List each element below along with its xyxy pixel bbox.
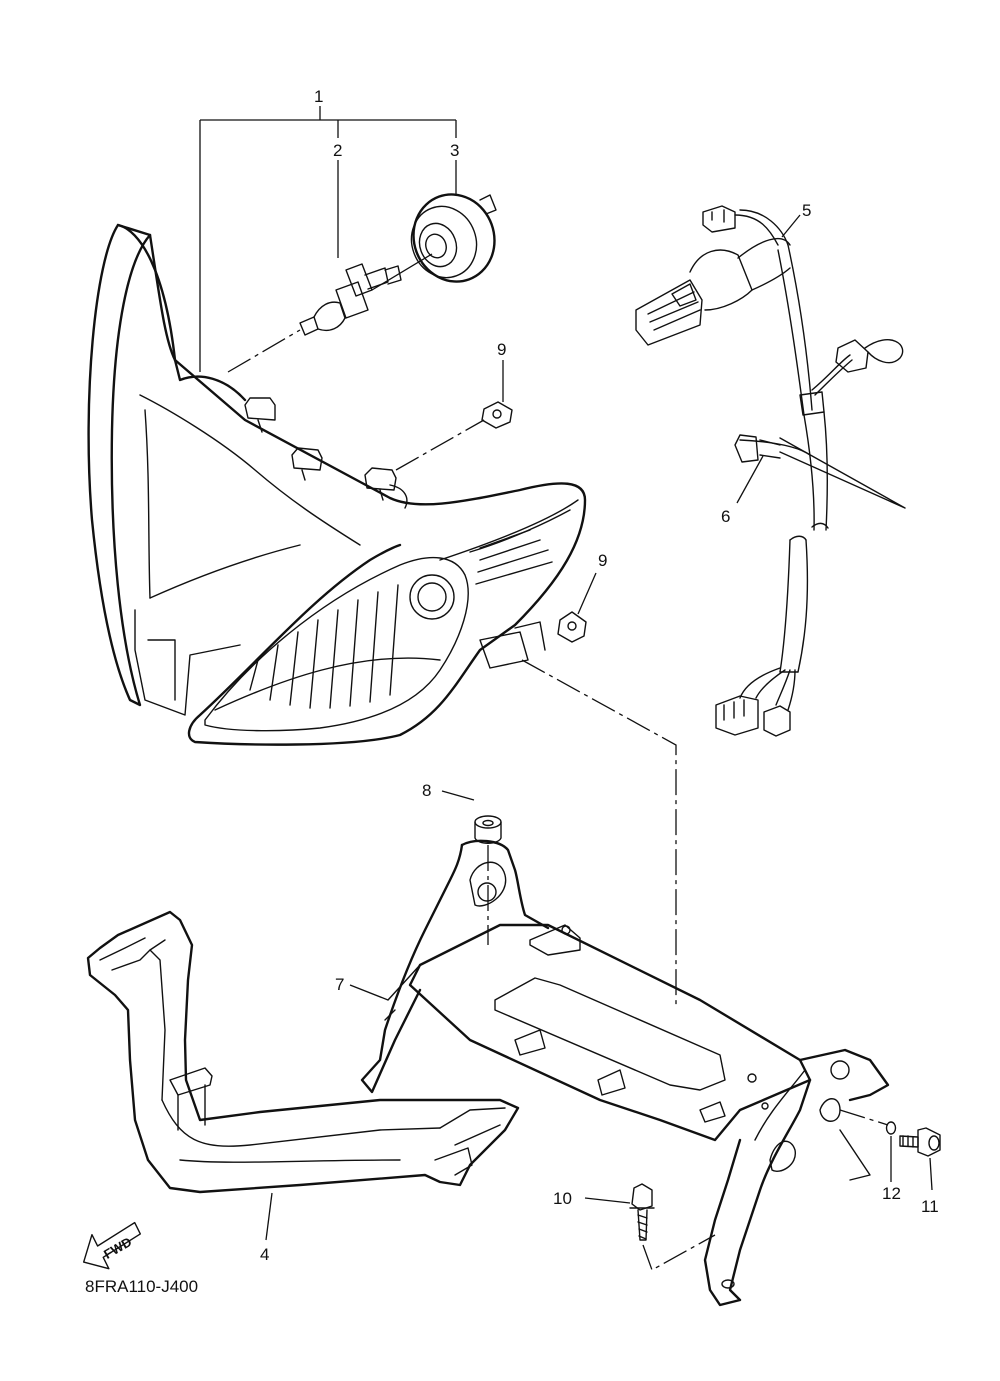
callout-3: 3: [450, 141, 459, 160]
headlight-reflector-ribs: [249, 529, 553, 709]
fwd-label: FWD: [101, 1234, 134, 1262]
callout-7: 7: [335, 975, 344, 994]
nut-9-lower: [557, 611, 587, 643]
callout-9-lower: 9: [598, 551, 607, 570]
callout-11: 11: [921, 1197, 939, 1216]
front-bracket: [86, 910, 520, 1194]
headlight-assembly: [87, 223, 587, 746]
washer: [885, 1121, 897, 1135]
bulb-cover: [410, 193, 497, 283]
bolt-10: [629, 1183, 655, 1241]
callout-5: 5: [802, 201, 811, 220]
callout-10: 10: [553, 1189, 572, 1208]
headlight-stay: [360, 839, 890, 1307]
diagram-code: 8FRA110-J400: [85, 1277, 198, 1296]
nut-9-upper: [481, 401, 513, 429]
callout-4: 4: [260, 1245, 269, 1264]
headlight-bulb: [299, 263, 402, 336]
damper: [474, 815, 502, 844]
callout-8: 8: [422, 781, 431, 800]
callout-6: 6: [721, 507, 730, 526]
callout-12: 12: [882, 1184, 901, 1203]
callout-1-bracket: [199, 106, 457, 372]
callout-9-upper: 9: [497, 340, 506, 359]
callout-1: 1: [314, 87, 323, 106]
callout-2: 2: [333, 141, 342, 160]
sub-wire-harness: [635, 205, 906, 737]
bolt-11: [899, 1127, 941, 1157]
fwd-arrow-icon: FWD: [82, 1221, 142, 1270]
